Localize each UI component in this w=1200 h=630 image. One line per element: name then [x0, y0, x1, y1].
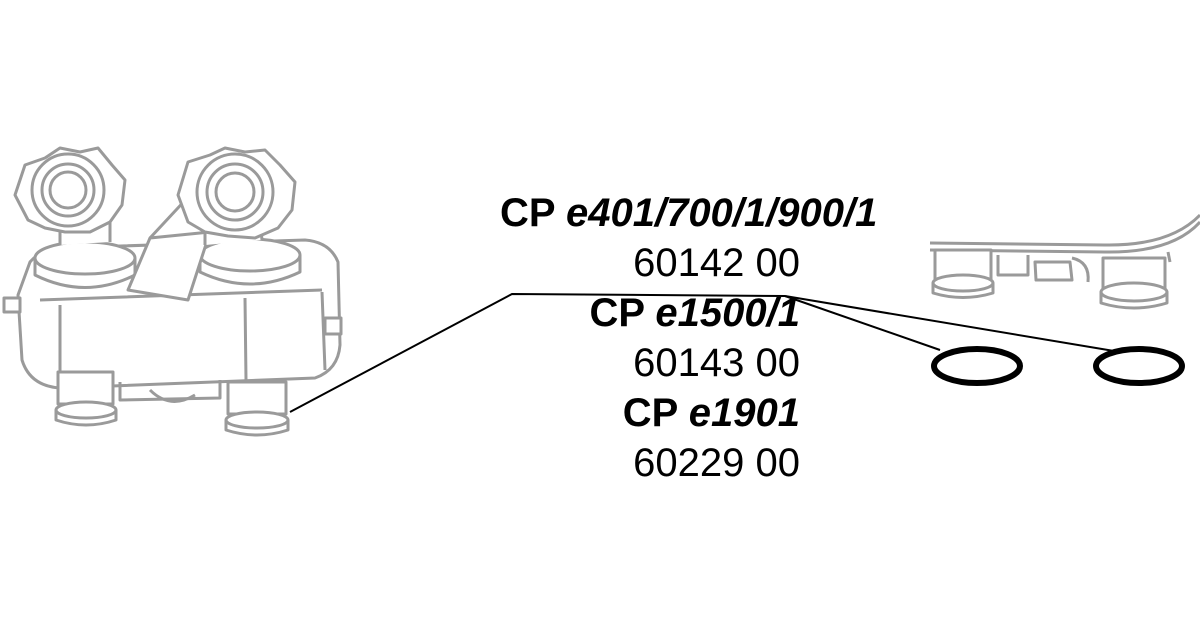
filter-underside-drawing	[929, 213, 1200, 310]
part-model-label: CP e401/700/1/900/1	[500, 188, 877, 238]
part-model: e401/700/1/900/1	[565, 191, 878, 235]
leader-line-oring-right	[784, 295, 1121, 353]
part-code-label: 60229 00	[633, 441, 800, 485]
part-number-labels: CP e401/700/1/900/1 60142 00 CP e1500/1 …	[500, 188, 877, 488]
part-model-label: CP e1500/1	[500, 288, 800, 338]
part-prefix: CP	[622, 391, 678, 435]
leader-line-left	[289, 292, 786, 413]
part-model: e1500/1	[655, 291, 800, 335]
o-rings	[931, 346, 1185, 386]
o-ring-left	[931, 346, 1023, 386]
part-prefix: CP	[589, 291, 645, 335]
connection-block-drawing	[2, 146, 343, 437]
leader-lines	[289, 292, 1121, 413]
part-code-label: 60142 00	[633, 241, 800, 285]
part-model-label: CP e1901	[500, 388, 800, 438]
o-ring-right	[1093, 346, 1185, 386]
part-code-label: 60143 00	[633, 341, 800, 385]
part-prefix: CP	[500, 191, 555, 235]
part-model: e1901	[688, 391, 800, 435]
leader-line-oring-left	[784, 295, 941, 351]
